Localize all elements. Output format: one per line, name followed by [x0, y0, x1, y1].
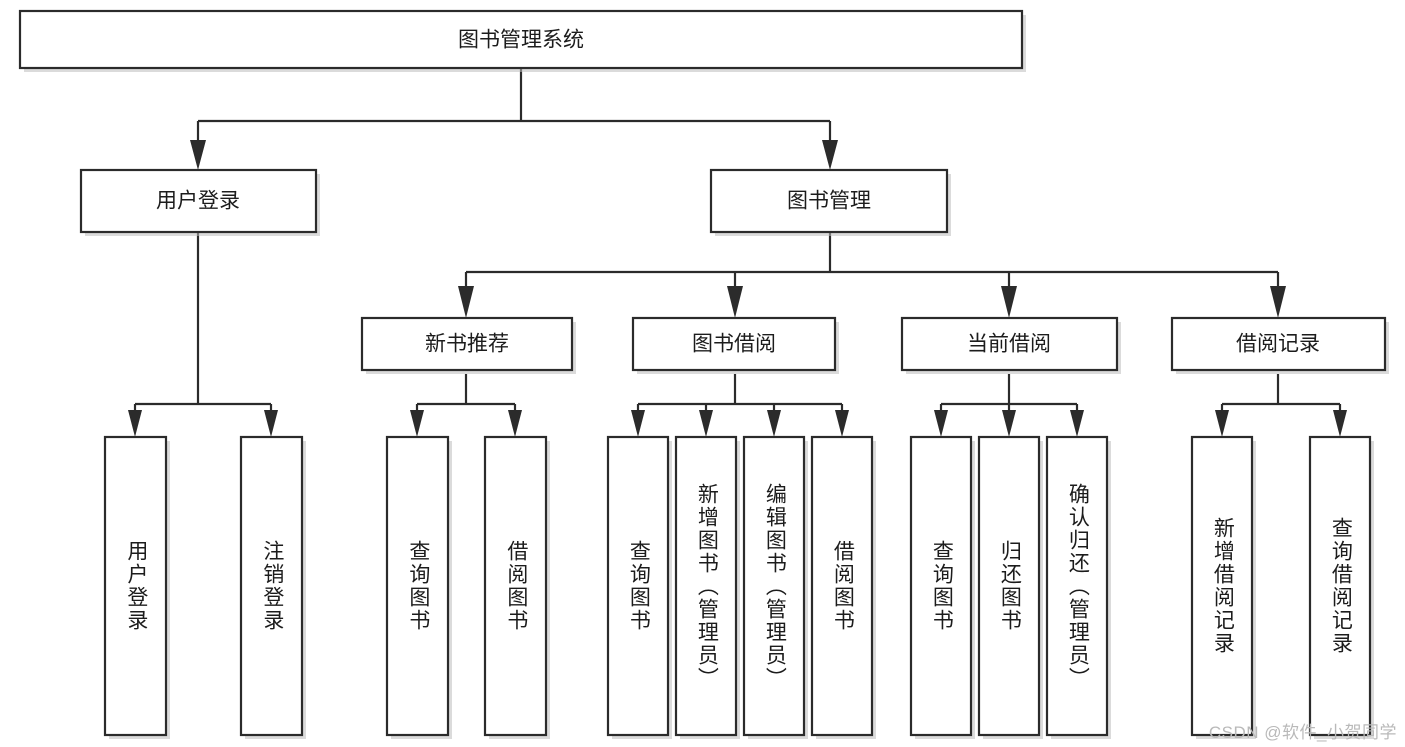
arrowhead-leaf-currentborrow-1: [934, 410, 948, 437]
leaf-user-login-1-box[interactable]: [103, 435, 168, 737]
csdn-watermark: CSDN @软件_小贺同学: [1208, 723, 1397, 742]
node-root-label: 图书管理系统: [458, 29, 584, 52]
node-current-borrow-box[interactable]: [900, 316, 1119, 372]
node-book-mgmt-label: 图书管理: [787, 190, 871, 213]
arrowhead-bookmgmt: [822, 140, 838, 170]
arrowhead-leaf-user-1: [128, 410, 142, 437]
node-borrow-record-box[interactable]: [1170, 316, 1387, 372]
arrowhead-leaf-bookborrow-4: [835, 410, 849, 437]
arrowhead-leaf-currentborrow-3: [1070, 410, 1084, 437]
node-book-borrow-label: 图书借阅: [692, 333, 776, 356]
leaf-user-login-2-box[interactable]: [239, 435, 304, 737]
node-borrow-record-label: 借阅记录: [1236, 333, 1320, 356]
arrowhead-leaf-bookborrow-2: [699, 410, 713, 437]
node-current-borrow-label: 当前借阅: [967, 333, 1051, 356]
arrowhead-currentborrow: [1001, 286, 1017, 318]
leaf-book-borrow-2-box[interactable]: [674, 435, 738, 737]
leaf-book-borrow-1-box[interactable]: [606, 435, 670, 737]
node-book-mgmt-box[interactable]: [709, 168, 949, 234]
node-new-book-box[interactable]: [360, 316, 574, 372]
node-layer: 图书管理系统 用户登录 图书管理 新书推荐 图书借阅 当前借阅 借阅记录: [18, 9, 1389, 739]
leaf-borrow-record-1-box[interactable]: [1190, 435, 1254, 737]
arrowhead-userlogin: [190, 140, 206, 170]
leaf-borrow-record-2-box[interactable]: [1308, 435, 1372, 737]
arrowhead-leaf-user-2: [264, 410, 278, 437]
leaf-current-borrow-2-box[interactable]: [977, 435, 1041, 737]
leaf-current-borrow-1-box[interactable]: [909, 435, 973, 737]
connector-layer: [128, 68, 1347, 437]
node-root-box[interactable]: [18, 9, 1024, 70]
arrowhead-leaf-currentborrow-2: [1002, 410, 1016, 437]
arrowhead-bookborrow: [727, 286, 743, 318]
leaf-current-borrow-3-box[interactable]: [1045, 435, 1109, 737]
arrowhead-leaf-borrowrecord-1: [1215, 410, 1229, 437]
leaf-book-borrow-4-box[interactable]: [810, 435, 874, 737]
node-user-login-box[interactable]: [79, 168, 318, 234]
node-book-borrow-box[interactable]: [631, 316, 837, 372]
arrowhead-newbook: [458, 286, 474, 318]
arrowhead-borrowrecord: [1270, 286, 1286, 318]
node-new-book-label: 新书推荐: [425, 333, 509, 356]
leaf-new-book-1-box[interactable]: [385, 435, 450, 737]
arrowhead-leaf-bookborrow-3: [767, 410, 781, 437]
arrowhead-leaf-newbook-1: [410, 410, 424, 437]
arrowhead-leaf-borrowrecord-2: [1333, 410, 1347, 437]
leaf-book-borrow-3-box[interactable]: [742, 435, 806, 737]
arrowhead-leaf-bookborrow-1: [631, 410, 645, 437]
node-user-login-label: 用户登录: [156, 190, 240, 213]
arrowhead-leaf-newbook-2: [508, 410, 522, 437]
leaf-new-book-2-box[interactable]: [483, 435, 548, 737]
